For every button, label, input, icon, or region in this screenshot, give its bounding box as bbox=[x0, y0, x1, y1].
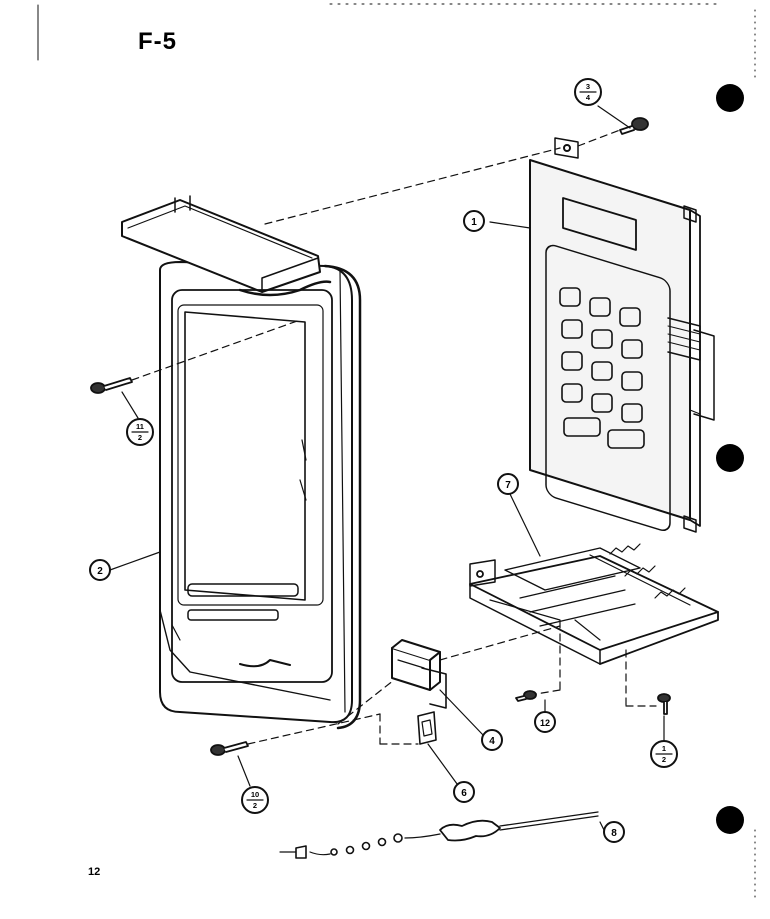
binder-hole-bottom bbox=[716, 806, 744, 834]
assembly-dashed-lines bbox=[131, 129, 657, 745]
svg-text:2: 2 bbox=[253, 801, 257, 810]
page-number: 12 bbox=[88, 866, 101, 878]
svg-text:7: 7 bbox=[505, 480, 511, 491]
callout-2: 2 bbox=[89, 559, 111, 581]
svg-text:3: 3 bbox=[586, 82, 590, 91]
callout-6: 6 bbox=[453, 781, 475, 803]
svg-text:2: 2 bbox=[97, 566, 103, 577]
callout-8: 8 bbox=[603, 821, 625, 843]
svg-text:11: 11 bbox=[136, 422, 144, 431]
fraction-callout-10-2: 10 2 bbox=[241, 786, 269, 814]
circuit-board-part bbox=[469, 543, 719, 665]
svg-text:12: 12 bbox=[540, 718, 550, 728]
svg-text:10: 10 bbox=[251, 790, 259, 799]
fraction-callout-1-2: 1 2 bbox=[650, 740, 678, 768]
screw-part-10 bbox=[210, 741, 249, 756]
svg-text:1: 1 bbox=[471, 217, 477, 228]
figure-id: F-5 bbox=[138, 28, 177, 55]
callout-12: 12 bbox=[534, 711, 556, 733]
screw-part-11 bbox=[90, 377, 133, 394]
svg-text:2: 2 bbox=[138, 433, 142, 442]
screw-part-12 bbox=[515, 690, 537, 702]
callout-4: 4 bbox=[481, 729, 503, 751]
svg-text:4: 4 bbox=[489, 736, 495, 747]
page-edge-marks bbox=[37, 3, 756, 901]
temperature-probe-part bbox=[279, 811, 599, 859]
svg-text:2: 2 bbox=[662, 755, 666, 764]
svg-text:1: 1 bbox=[662, 744, 666, 753]
callout-leader-lines bbox=[109, 105, 665, 831]
keypad-keys bbox=[559, 287, 645, 449]
svg-text:8: 8 bbox=[611, 828, 617, 839]
board-connector-pins bbox=[609, 543, 686, 599]
svg-text:6: 6 bbox=[461, 788, 467, 799]
svg-text:4: 4 bbox=[586, 93, 591, 102]
binder-hole-top bbox=[716, 84, 744, 112]
fraction-callout-3-4: 3 4 bbox=[574, 78, 602, 106]
callout-1: 1 bbox=[463, 210, 485, 232]
screw-part-3 bbox=[619, 117, 649, 135]
callout-7: 7 bbox=[497, 473, 519, 495]
switch-part bbox=[391, 639, 447, 709]
door-frame-part bbox=[121, 195, 362, 730]
binder-hole-middle bbox=[716, 444, 744, 472]
control-panel-part bbox=[529, 137, 715, 533]
screw-part-1-board bbox=[657, 693, 671, 715]
clip-part bbox=[417, 711, 437, 745]
fraction-callout-11-2: 11 2 bbox=[126, 418, 154, 446]
